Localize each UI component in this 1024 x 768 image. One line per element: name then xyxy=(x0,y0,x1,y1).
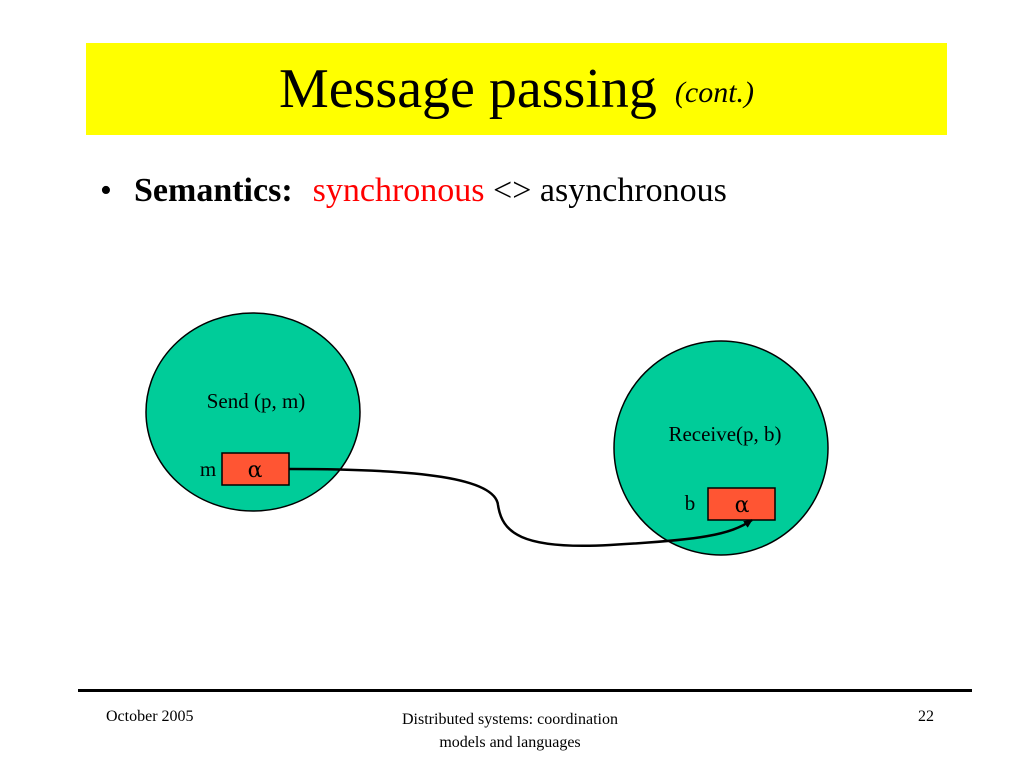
sender-var-label: m xyxy=(200,457,216,481)
receiver-var-label: b xyxy=(685,491,696,515)
receiver-circle xyxy=(613,340,829,556)
send-label: Send (p, m) xyxy=(207,389,306,413)
term-asynchronous: asynchronous xyxy=(539,172,727,209)
footer-course-line2: models and languages xyxy=(439,734,581,751)
footer-course-line1: Distributed systems: coordination xyxy=(402,711,618,728)
bullet-heading: Semantics: xyxy=(134,172,293,209)
receiver-value-box xyxy=(707,487,776,521)
slide-title: Message passing xyxy=(278,58,657,120)
title-banner: Message passing (cont.) xyxy=(86,43,947,135)
sender-circle xyxy=(145,312,361,512)
receiver-process: Receive(p, b) b α xyxy=(613,340,829,556)
sender-alpha-value: α xyxy=(248,458,263,483)
slide-title-suffix: (cont.) xyxy=(674,76,755,109)
sender-process: Send (p, m) m α xyxy=(145,312,361,512)
message-arrow xyxy=(288,467,753,548)
footer-date: October 2005 xyxy=(106,708,194,725)
footer-course: Distributed systems: coordination models… xyxy=(360,708,660,754)
term-separator: <> xyxy=(493,172,532,209)
footer-divider xyxy=(78,689,972,692)
bullet-semantics: • Semantics: synchronous <> asynchronous xyxy=(100,172,727,210)
receive-label: Receive(p, b) xyxy=(668,422,781,446)
term-synchronous: synchronous xyxy=(312,172,485,209)
footer-page-number: 22 xyxy=(918,708,934,725)
sender-value-box xyxy=(221,452,290,486)
receiver-alpha-value: α xyxy=(735,493,750,518)
bullet-marker: • xyxy=(100,172,112,209)
